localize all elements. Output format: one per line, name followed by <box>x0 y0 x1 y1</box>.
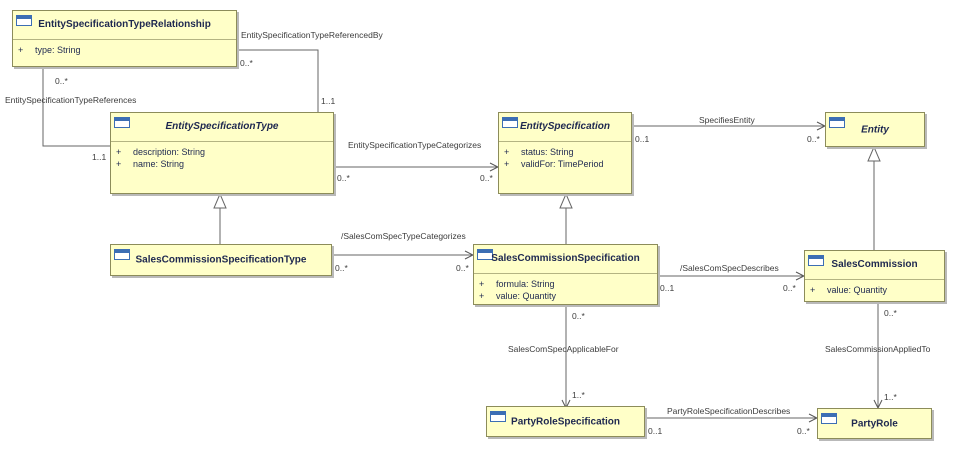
class-icon <box>114 249 130 260</box>
class-sales-commission-specification-type[interactable]: SalesCommissionSpecificationType <box>110 244 332 276</box>
class-entity-specification[interactable]: EntitySpecification +status: String +val… <box>498 112 632 194</box>
class-name: PartyRoleSpecification <box>511 416 620 427</box>
multiplicity-label: 0..* <box>884 308 897 318</box>
multiplicity-label: 0..* <box>240 58 253 68</box>
class-icon <box>821 413 837 424</box>
class-icon <box>477 249 493 260</box>
class-name: EntitySpecification <box>519 121 610 132</box>
assoc-label-salescomspec-type-categorizes: /SalesComSpecTypeCategorizes <box>341 231 466 241</box>
generalization-triangle-entity <box>867 145 881 162</box>
class-name: EntitySpecificationType <box>165 121 279 132</box>
class-sales-commission-specification[interactable]: SalesCommissionSpecification +formula: S… <box>473 244 658 305</box>
multiplicity-label: 0..* <box>55 76 68 86</box>
class-name: SalesCommissionSpecificationType <box>135 254 307 266</box>
class-name: PartyRole <box>851 418 898 429</box>
class-entity-specification-type-relationship[interactable]: EntitySpecificationTypeRelationship +typ… <box>12 10 237 67</box>
class-icon <box>808 255 824 266</box>
multiplicity-label: 0..* <box>797 426 810 436</box>
attribute: +validFor: TimePeriod <box>504 159 604 169</box>
assoc-label-referenced-by: EntitySpecificationTypeReferencedBy <box>241 30 383 40</box>
class-icon <box>16 15 32 26</box>
assoc-label-specifies-entity: SpecifiesEntity <box>699 115 755 125</box>
attribute: +status: String <box>504 147 574 157</box>
attribute: +formula: String <box>479 279 555 289</box>
class-party-role-specification[interactable]: PartyRoleSpecification <box>486 406 645 437</box>
multiplicity-label: 0..* <box>572 311 585 321</box>
class-icon <box>490 411 506 422</box>
multiplicity-label: 0..1 <box>660 283 675 293</box>
class-name: SalesCommission <box>831 259 918 270</box>
assoc-label-references: EntitySpecificationTypeReferences <box>5 95 137 105</box>
attribute: +description: String <box>116 147 206 157</box>
class-party-role[interactable]: PartyRole <box>817 408 932 439</box>
assoc-label-type-categorizes: EntitySpecificationTypeCategorizes <box>348 140 482 150</box>
class-icon <box>114 117 130 128</box>
class-entity[interactable]: Entity <box>825 112 925 147</box>
class-icon <box>829 117 845 128</box>
assoc-label-salescomspec-describes: /SalesComSpecDescribes <box>680 263 779 273</box>
class-sales-commission[interactable]: SalesCommission +value: Quantity <box>804 250 945 302</box>
class-entity-specification-type[interactable]: EntitySpecificationType +description: St… <box>110 112 334 194</box>
attribute: +value: Quantity <box>810 285 888 295</box>
class-name: SalesCommissionSpecification <box>491 253 640 264</box>
attribute: +type: String <box>18 45 81 55</box>
class-name: Entity <box>861 124 889 135</box>
multiplicity-label: 1..1 <box>321 96 336 106</box>
attribute: +name: String <box>116 159 185 169</box>
multiplicity-label: 0..* <box>456 263 469 273</box>
assoc-referenced-by[interactable] <box>238 50 319 112</box>
multiplicity-label: 0..1 <box>635 134 650 144</box>
multiplicity-label: 0..* <box>335 263 348 273</box>
generalization-triangle-spec <box>559 192 573 209</box>
multiplicity-label: 0..* <box>480 173 493 183</box>
multiplicity-label: 0..1 <box>648 426 663 436</box>
multiplicity-label: 1..* <box>572 390 585 400</box>
assoc-label-applicable-for: SalesComSpecApplicableFor <box>508 344 619 354</box>
assoc-references[interactable] <box>43 68 110 147</box>
assoc-label-applied-to: SalesCommissionAppliedTo <box>825 344 931 354</box>
class-icon <box>502 117 518 128</box>
multiplicity-label: 0..* <box>783 283 796 293</box>
class-name: EntitySpecificationTypeRelationship <box>38 19 211 30</box>
multiplicity-label: 1..* <box>884 392 897 402</box>
multiplicity-label: 1..1 <box>92 152 107 162</box>
multiplicity-label: 0..* <box>807 134 820 144</box>
generalization-triangle-type <box>213 192 227 209</box>
attribute: +value: Quantity <box>479 291 557 301</box>
assoc-label-partyrole-spec-describes: PartyRoleSpecificationDescribes <box>667 406 791 416</box>
multiplicity-label: 0..* <box>337 173 350 183</box>
